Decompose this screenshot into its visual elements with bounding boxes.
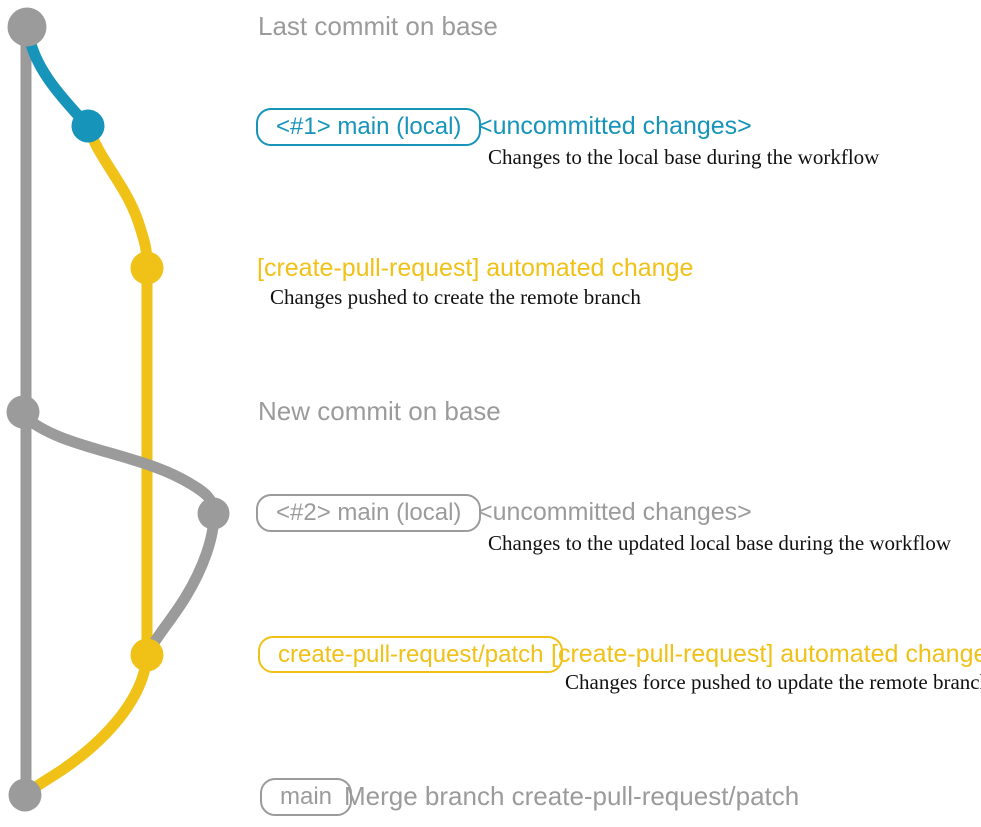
branch-badge-main-label: main	[280, 783, 333, 810]
commit-title-automated-1: [create-pull-request] automated change	[257, 254, 694, 282]
commit-title-uncommitted-1: <uncommitted changes>	[478, 112, 752, 140]
local-main-branch-line-1	[22, 30, 93, 130]
branch-badge-main: main	[260, 778, 353, 816]
branch-badge-create-pull-request-patch: create-pull-request/patch	[258, 636, 564, 673]
commit-title-merge: Merge branch create-pull-request/patch	[344, 781, 800, 811]
commit-dot-uncommitted-2	[197, 497, 230, 530]
branch-badge-main-local-1: <#1> main (local)	[256, 108, 482, 146]
commit-description-uncommitted-1: Changes to the local base during the wor…	[488, 145, 880, 169]
commit-dot-automated-1	[130, 251, 164, 285]
commit-description-uncommitted-2: Changes to the updated local base during…	[488, 531, 952, 555]
branch-badge-main-local-2: <#2> main (local)	[256, 494, 482, 532]
branch-badge-main-local-2-label: <#2> main (local)	[276, 499, 462, 526]
commit-dot-new-base	[6, 395, 40, 429]
note-new-commit-on-base: New commit on base	[258, 396, 501, 426]
merge-branch-line	[23, 654, 153, 799]
commit-dot-automated-2	[130, 638, 164, 672]
commit-dot-last-base	[7, 7, 47, 47]
commit-dot-merge	[8, 778, 42, 812]
commit-description-automated-2: Changes force pushed to update the remot…	[565, 670, 981, 694]
commit-dot-uncommitted-1	[71, 109, 105, 143]
create-pull-request-branch-line	[82, 124, 153, 655]
note-last-commit-on-base: Last commit on base	[258, 11, 498, 41]
commit-title-automated-2: [create-pull-request] automated change	[551, 640, 981, 668]
local-main-branch-line-2	[19, 410, 220, 656]
branch-badge-main-local-1-label: <#1> main (local)	[276, 113, 462, 140]
branch-badge-create-pull-request-patch-label: create-pull-request/patch	[278, 640, 544, 668]
commit-title-uncommitted-2: <uncommitted changes>	[478, 498, 752, 526]
commit-description-automated-1: Changes pushed to create the remote bran…	[270, 285, 641, 309]
